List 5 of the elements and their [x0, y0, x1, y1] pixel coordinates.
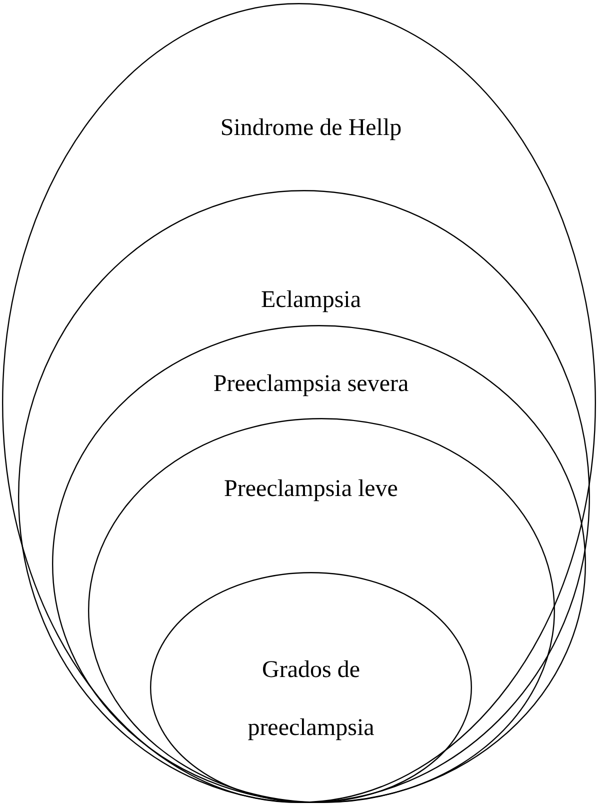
- ellipse-label: Preeclampsia leve: [223, 475, 399, 504]
- ellipse-label: Sindrome de Hellp: [219, 114, 403, 143]
- ellipse-label: Eclampsia: [260, 286, 362, 315]
- ellipse-label: Preeclampsia severa: [212, 370, 410, 399]
- ellipse-label: Grados de preeclampsia: [246, 656, 376, 743]
